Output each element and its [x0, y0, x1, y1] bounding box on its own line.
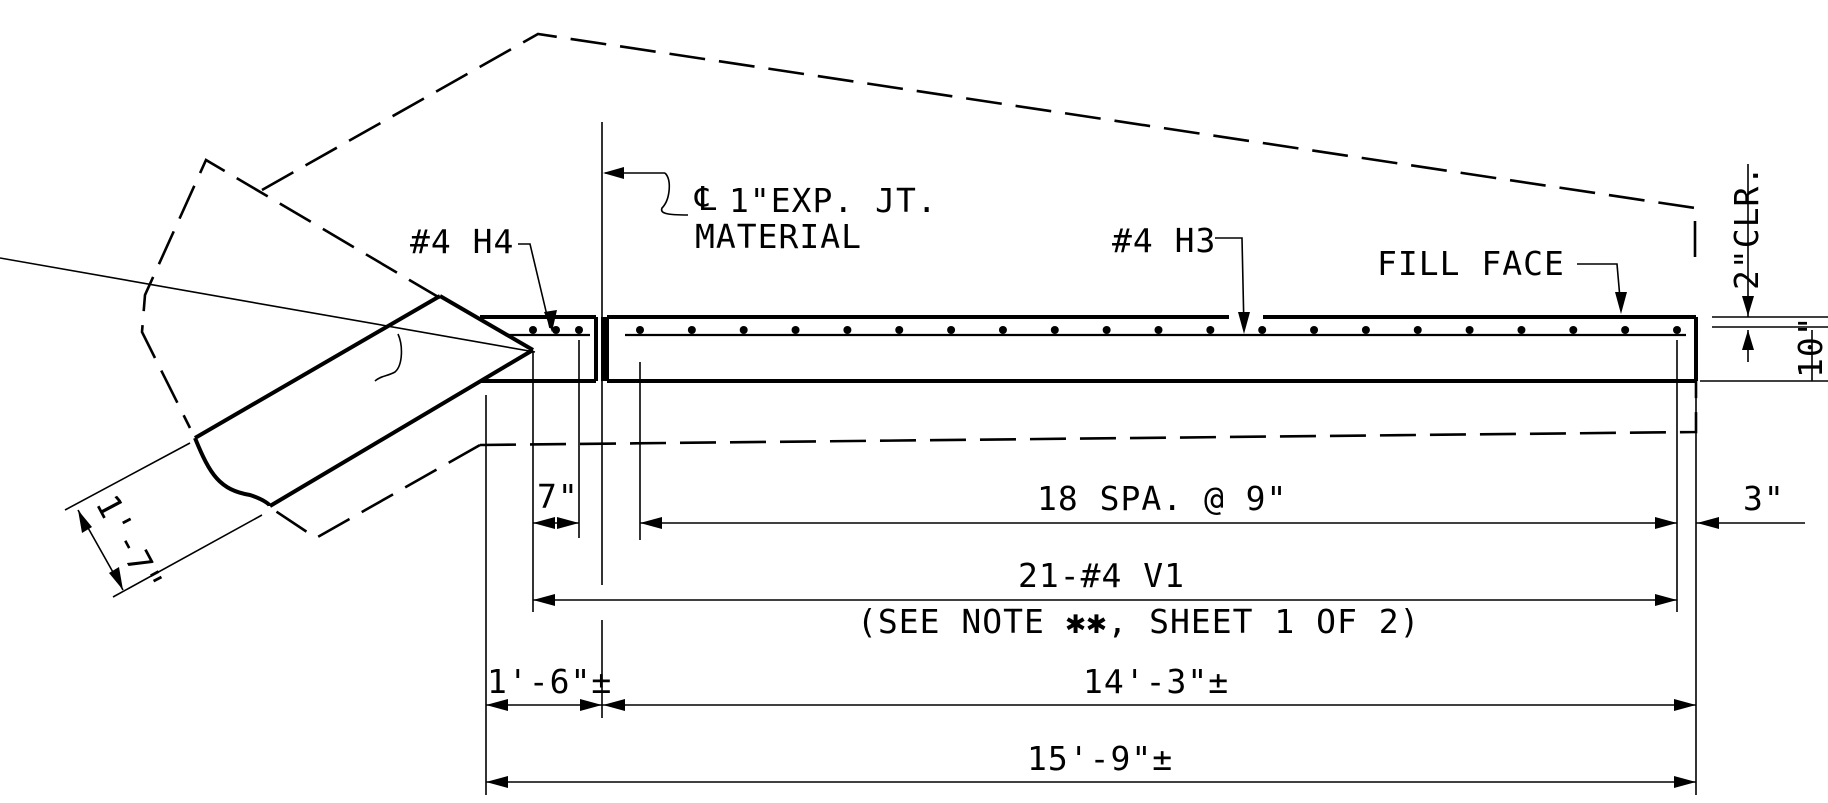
rebar-dot	[1206, 326, 1215, 334]
joint-material-line2: MATERIAL	[695, 217, 862, 256]
dim-1ft6: 1'-6"±	[487, 662, 612, 701]
angled-dimension	[64, 442, 263, 598]
bar-h4-label: #4 H4	[410, 222, 514, 261]
rebar-dot	[1673, 326, 1681, 334]
rebar-dot	[1621, 326, 1630, 334]
dashed-outline	[140, 32, 1698, 540]
dimension-lines	[486, 517, 1805, 788]
clear-cover-label: 2"CLR.	[1727, 165, 1766, 290]
rebar-dot	[1465, 326, 1474, 334]
rebar-dot	[895, 326, 904, 334]
rebar-dot	[739, 326, 748, 334]
bar-h3-label: #4 H3	[1112, 221, 1216, 260]
rebar-dot	[791, 326, 800, 334]
note-reference: (SEE NOTE ✱✱, SHEET 1 OF 2)	[857, 602, 1420, 641]
rebar-dot	[636, 326, 644, 334]
leaders	[518, 237, 1627, 334]
rebar-dot	[1361, 326, 1370, 334]
rebar-dot	[1050, 326, 1059, 334]
rebar-dot	[687, 326, 696, 334]
centerline-symbol: ℄	[694, 179, 717, 218]
rebar-dot	[529, 326, 537, 334]
right-dimensions	[1700, 164, 1828, 382]
rebar-dot	[1413, 326, 1422, 334]
rebar-dot	[1310, 326, 1319, 334]
dim-14ft3: 14'-3"±	[1083, 662, 1229, 701]
dim-15ft9: 15'-9"±	[1027, 739, 1173, 778]
rebar-dot	[947, 326, 956, 334]
rebar-dot	[1102, 326, 1111, 334]
joint-centerline	[601, 122, 689, 718]
dim-3in: 3"	[1743, 479, 1785, 518]
rebar-dot	[998, 326, 1007, 334]
rebar-dot	[1569, 326, 1578, 334]
angled-wall-section	[0, 257, 536, 508]
text-labels: ℄ 1"EXP. JT. MATERIAL #4 H4 #4 H3 FILL F…	[88, 165, 1828, 778]
rebar-dots	[529, 326, 1681, 334]
joint-material-line1: 1"EXP. JT.	[729, 181, 938, 220]
bars-v1-label: 21-#4 V1	[1018, 556, 1185, 595]
extension-lines	[485, 340, 1697, 795]
rebar-dot	[1517, 326, 1526, 334]
dim-7in: 7"	[537, 477, 579, 516]
dim-spacing: 18 SPA. @ 9"	[1037, 479, 1287, 518]
thickness-label: 10"	[1791, 315, 1828, 378]
wall-slab	[480, 315, 1698, 383]
rebar-dot	[843, 326, 852, 334]
rebar-dot	[575, 326, 583, 334]
rebar-dot	[1258, 326, 1267, 334]
rebar-dot	[1154, 326, 1163, 334]
rebar-dot	[552, 326, 560, 334]
dim-1ft7: 1'-7"	[88, 488, 171, 598]
fill-face-label: FILL FACE	[1377, 244, 1565, 283]
